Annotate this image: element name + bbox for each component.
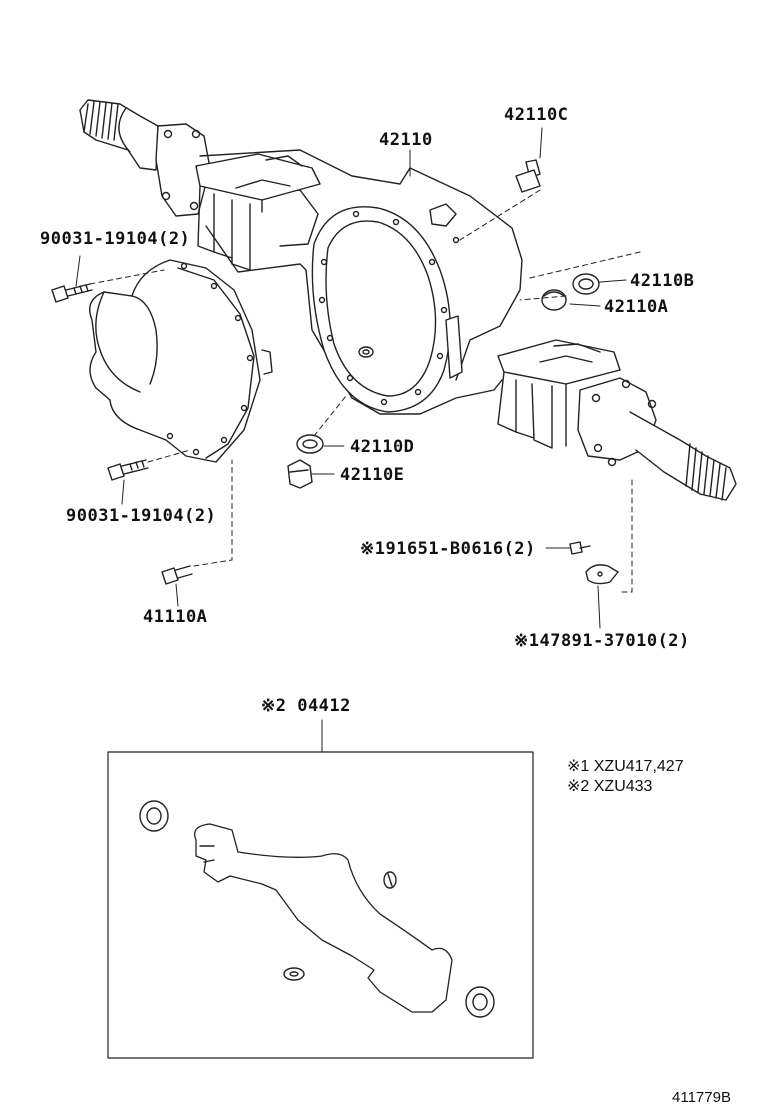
left-axle-spindle bbox=[79, 99, 211, 217]
breather-plug-part bbox=[515, 159, 541, 193]
gasket-kit-box bbox=[107, 751, 534, 1059]
label-clamp[interactable]: ※147891-37010(2) bbox=[514, 631, 690, 651]
plug-a-part bbox=[541, 289, 567, 311]
axle-housing-body bbox=[199, 149, 523, 415]
diagram-code: 411779B bbox=[672, 1089, 731, 1106]
gasket-b-part bbox=[572, 273, 600, 295]
differential-carrier bbox=[89, 259, 273, 463]
note-applicability-1: ※1 XZU417,427 bbox=[567, 758, 684, 775]
label-housing[interactable]: 42110 bbox=[379, 130, 433, 150]
label-plug-a[interactable]: 42110A bbox=[604, 297, 669, 317]
lower-bolt-part bbox=[107, 459, 149, 481]
small-parts bbox=[51, 159, 619, 585]
leader-lines bbox=[75, 127, 627, 753]
label-kit[interactable]: ※2 04412 bbox=[261, 696, 351, 716]
upper-bolt-part bbox=[51, 283, 93, 303]
dashed-lines bbox=[89, 189, 641, 593]
label-carrier-bolt[interactable]: 41110A bbox=[143, 607, 208, 627]
plug-e-part bbox=[287, 459, 313, 489]
clamp-bolt-part bbox=[569, 541, 591, 555]
left-spring-seat bbox=[195, 153, 321, 271]
label-bolt-lower[interactable]: 90031-19104(2) bbox=[66, 506, 217, 526]
label-gasket-d[interactable]: 42110D bbox=[350, 437, 415, 457]
note-applicability-2: ※2 XZU433 bbox=[567, 778, 653, 795]
right-axle-spindle bbox=[577, 377, 737, 501]
gasket-d-part bbox=[296, 434, 324, 454]
label-bolt-upper[interactable]: 90031-19104(2) bbox=[40, 229, 191, 249]
clamp-part bbox=[585, 564, 619, 585]
label-clamp-bolt[interactable]: ※191651-B0616(2) bbox=[360, 539, 536, 559]
right-spring-seat bbox=[497, 339, 621, 449]
label-plug-e[interactable]: 42110E bbox=[340, 465, 405, 485]
carrier-bolt-part bbox=[161, 565, 193, 585]
label-gasket-b[interactable]: 42110B bbox=[630, 271, 695, 291]
label-breather[interactable]: 42110C bbox=[504, 105, 569, 125]
